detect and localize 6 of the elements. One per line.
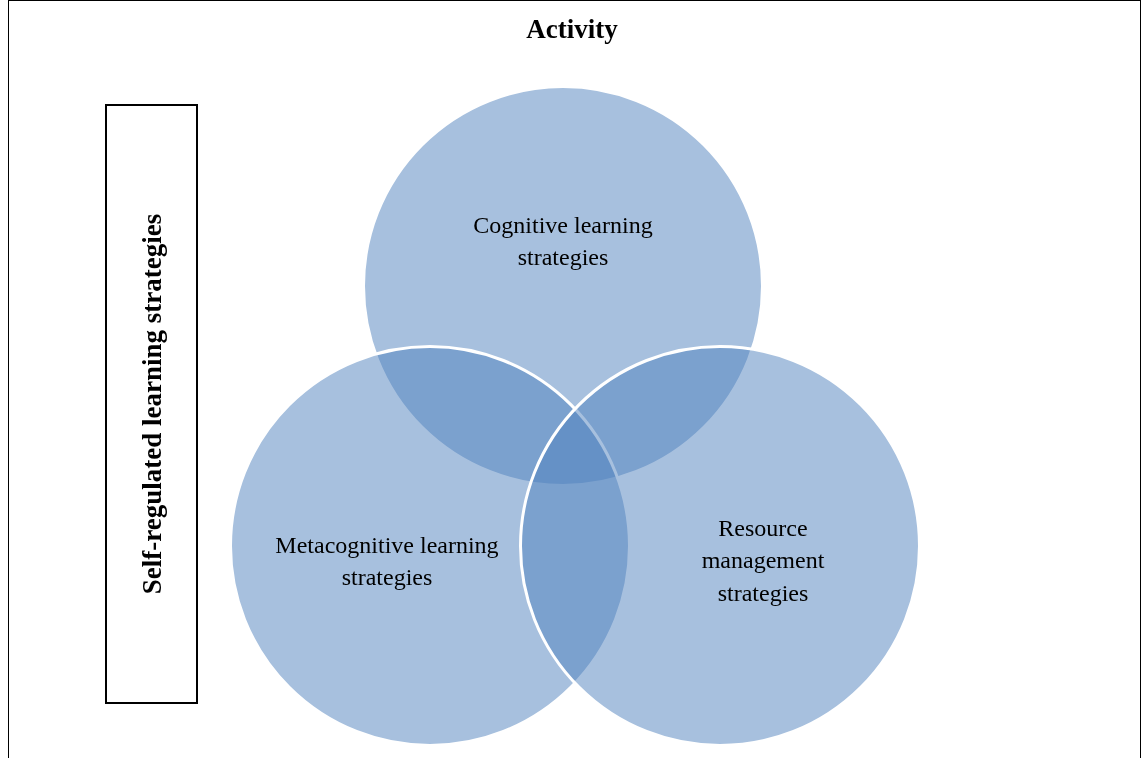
circle-label: Metacognitive learning strategies bbox=[274, 530, 500, 592]
circle-label: Cognitive learning strategies bbox=[472, 210, 654, 272]
label-box bbox=[105, 104, 198, 704]
circle-label: Resource management strategies bbox=[700, 514, 826, 609]
diagram-title: Activity bbox=[526, 14, 618, 45]
vertical-label: Self-regulated learning strategies bbox=[136, 213, 167, 595]
